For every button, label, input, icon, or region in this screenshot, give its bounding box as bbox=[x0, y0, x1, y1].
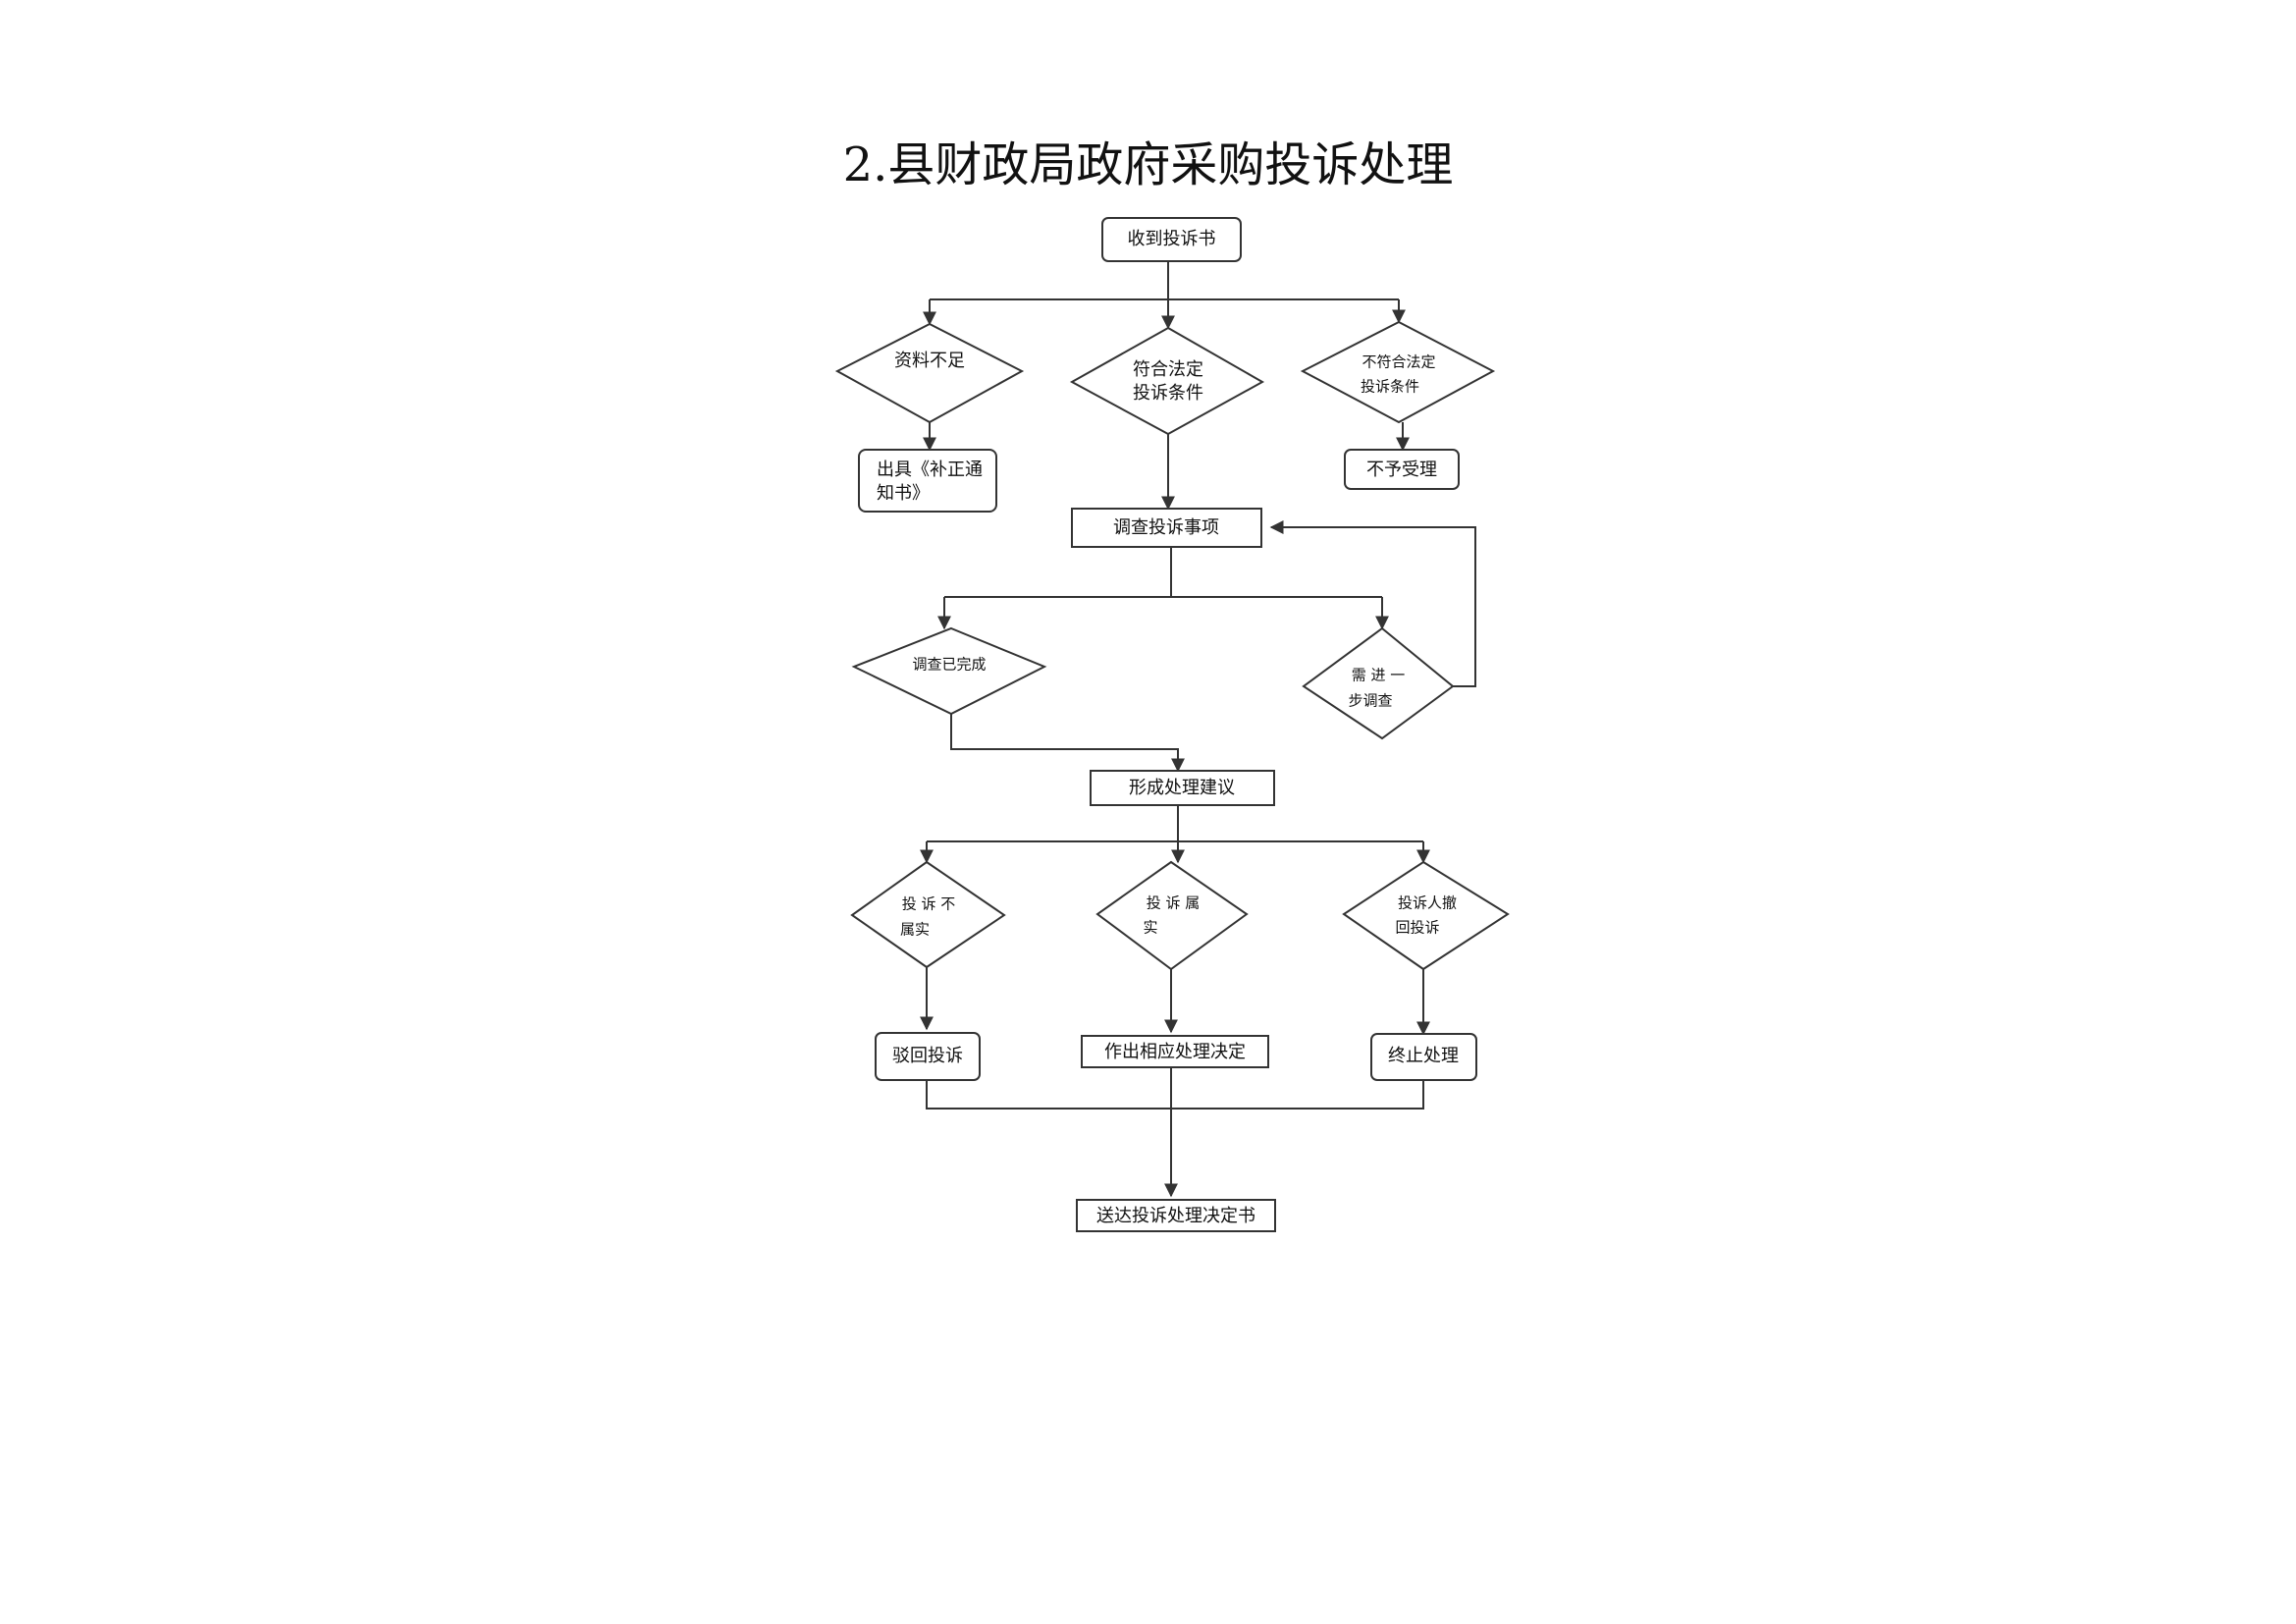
decision-further-investigation: 需 进 一 步调查 bbox=[1302, 626, 1455, 740]
decision-complainant-withdraws-label-1: 投诉人撤 bbox=[1398, 894, 1457, 912]
node-dismiss-complaint: 驳回投诉 bbox=[875, 1032, 981, 1081]
node-not-accepted: 不予受理 bbox=[1344, 449, 1460, 490]
node-investigate-matters: 调查投诉事项 bbox=[1071, 508, 1262, 548]
decision-complaint-untrue: 投 诉 不 属实 bbox=[850, 860, 1006, 969]
decision-complaint-true: 投 诉 属 实 bbox=[1095, 860, 1249, 971]
decision-meets-conditions-label-2: 投诉条件 bbox=[1133, 383, 1203, 404]
decision-investigation-completed-label: 调查已完成 bbox=[912, 656, 986, 674]
node-issue-correction-notice: 出具《补正通 知书》 bbox=[858, 449, 997, 513]
node-dismiss-complaint-label: 驳回投诉 bbox=[892, 1046, 963, 1066]
decision-further-investigation-label-1: 需 进 一 bbox=[1352, 667, 1406, 684]
decision-meets-conditions-label-1: 符合法定 bbox=[1133, 359, 1203, 380]
node-terminate-processing-label: 终止处理 bbox=[1388, 1046, 1459, 1066]
node-deliver-decision: 送达投诉处理决定书 bbox=[1076, 1199, 1276, 1232]
node-issue-correction-notice-label-2: 知书》 bbox=[877, 483, 930, 504]
decision-not-meets-conditions-label-1: 不符合法定 bbox=[1362, 353, 1435, 371]
node-receive-complaint: 收到投诉书 bbox=[1101, 217, 1242, 262]
node-investigate-matters-label: 调查投诉事项 bbox=[1113, 517, 1219, 538]
decision-complaint-untrue-label-2: 属实 bbox=[900, 921, 930, 939]
connectors bbox=[920, 261, 1476, 1198]
decision-insufficient-materials: 资料不足 bbox=[834, 322, 1025, 424]
decision-complaint-untrue-label-1: 投 诉 不 bbox=[902, 895, 956, 913]
decision-meets-conditions: 符合法定 投诉条件 bbox=[1069, 326, 1265, 436]
node-issue-correction-notice-label-1: 出具《补正通 bbox=[877, 460, 983, 480]
node-form-proposal-label: 形成处理建议 bbox=[1129, 778, 1235, 798]
decision-complaint-true-label-2: 实 bbox=[1143, 919, 1157, 937]
decision-insufficient-materials-label: 资料不足 bbox=[894, 351, 965, 371]
decision-complainant-withdraws-label-2: 回投诉 bbox=[1395, 919, 1439, 937]
decision-not-meets-conditions: 不符合法定 投诉条件 bbox=[1300, 320, 1496, 424]
node-terminate-processing: 终止处理 bbox=[1370, 1033, 1477, 1081]
node-form-proposal: 形成处理建议 bbox=[1090, 770, 1275, 806]
node-receive-complaint-label: 收到投诉书 bbox=[1128, 229, 1216, 249]
node-deliver-decision-label: 送达投诉处理决定书 bbox=[1096, 1206, 1255, 1226]
decision-complaint-true-label-1: 投 诉 属 bbox=[1147, 894, 1201, 912]
decision-complainant-withdraws: 投诉人撤 回投诉 bbox=[1342, 860, 1510, 971]
decision-not-meets-conditions-label-2: 投诉条件 bbox=[1361, 378, 1419, 396]
page-title: 2.县财政局政府采购投诉处理 bbox=[842, 137, 1454, 192]
node-make-decision-label: 作出相应处理决定 bbox=[1104, 1042, 1246, 1062]
node-not-accepted-label: 不予受理 bbox=[1366, 460, 1437, 480]
node-make-decision: 作出相应处理决定 bbox=[1081, 1035, 1269, 1068]
decision-investigation-completed: 调查已完成 bbox=[851, 626, 1047, 716]
decision-further-investigation-label-2: 步调查 bbox=[1348, 692, 1392, 710]
